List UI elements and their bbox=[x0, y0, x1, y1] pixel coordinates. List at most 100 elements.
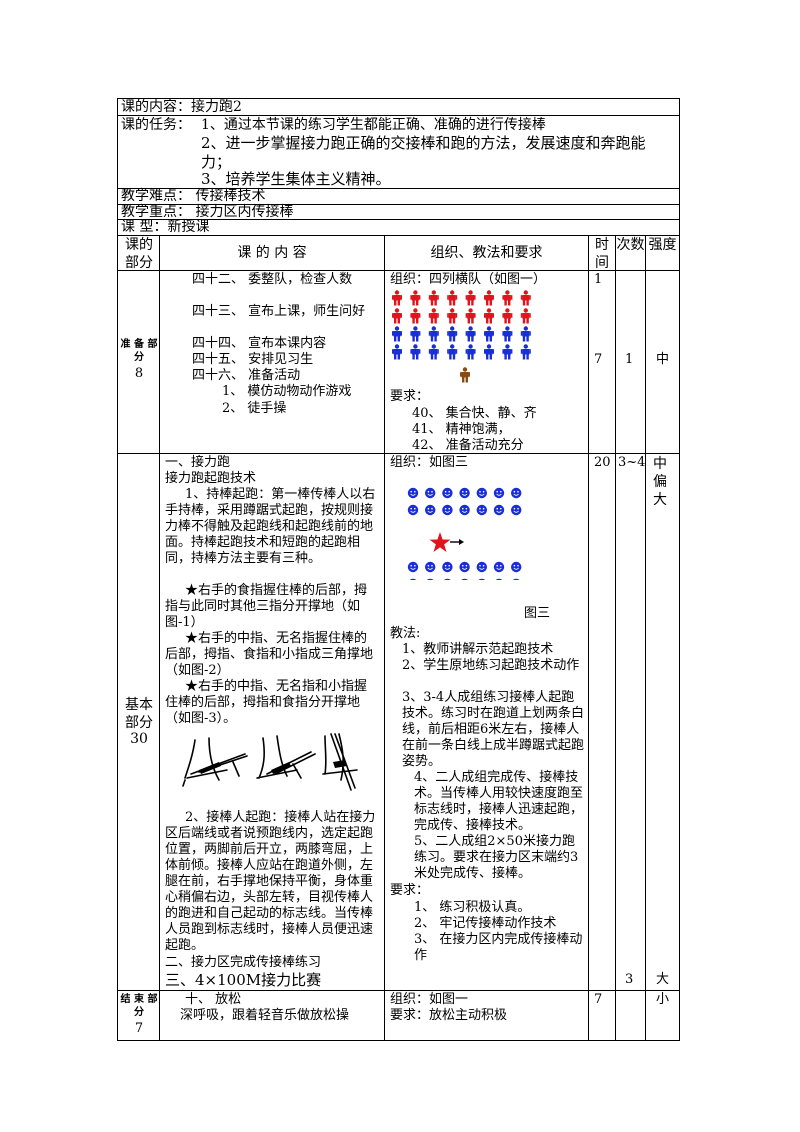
student-figure bbox=[447, 290, 458, 306]
student-figure bbox=[410, 308, 421, 324]
basic-item-3: 三、4×100M接力比赛 bbox=[165, 971, 322, 989]
prep-item-2: 四十三、 宣布上课，师生问好 bbox=[192, 304, 366, 319]
student-figure bbox=[484, 290, 494, 306]
basic-count-top: 3~4 bbox=[618, 455, 646, 470]
basic-title: 一、接力跑 bbox=[165, 455, 231, 470]
student-figure bbox=[392, 326, 402, 342]
student-figure bbox=[520, 290, 531, 306]
student-smiley-icon bbox=[461, 578, 468, 580]
prep-item-5: 四十六、 准备活动 bbox=[192, 368, 301, 383]
basic-subtitle: 接力跑起跑技术 bbox=[165, 471, 257, 486]
student-smiley-icon bbox=[459, 504, 470, 516]
student-figure bbox=[447, 326, 458, 342]
student-figure bbox=[428, 308, 439, 324]
student-smileys bbox=[407, 487, 522, 580]
basic-req-3: 3、 在接力区内完成传接棒动作 bbox=[414, 932, 583, 963]
student-smiley-icon bbox=[407, 561, 419, 573]
student-figure bbox=[520, 326, 531, 342]
student-smiley-icon bbox=[493, 487, 505, 499]
student-smiley-icon bbox=[511, 561, 522, 573]
student-figure bbox=[484, 344, 494, 360]
method-1: 1、教师讲解示范起跑技术 bbox=[402, 642, 554, 657]
student-figure bbox=[392, 308, 402, 324]
student-smiley-icon bbox=[425, 561, 436, 573]
grip-illustration bbox=[182, 733, 358, 791]
basic-intensity-top: 中偏大 bbox=[653, 456, 667, 508]
task-1: 1、通过本节课的练习学生都能正确、准确的进行传接棒 bbox=[201, 117, 546, 133]
prep-item-4: 四十五、 安排见习生 bbox=[192, 352, 314, 367]
student-smiley-icon bbox=[476, 487, 487, 499]
method-4: 4、二人成组完成传、接棒技术。当传棒人用较快速度跑至标志线时，接棒人迅速起跑，完… bbox=[414, 770, 584, 833]
col-time: 时间 bbox=[595, 237, 609, 271]
end-minutes: 7 bbox=[134, 1021, 144, 1036]
task-label: 课的任务： bbox=[121, 117, 191, 133]
student-smiley-icon bbox=[407, 504, 419, 516]
relay-figure bbox=[407, 487, 522, 580]
method-label: 教法: bbox=[390, 626, 421, 641]
basic-p2: 2、接棒人起跑：接棒人站在接力区后端线或者说预跑线内，选定起跑位置，两脚前后开立… bbox=[165, 810, 376, 953]
basic-req-2: 2、 牢记传接棒动作技术 bbox=[414, 916, 557, 931]
end-intensity: 小 bbox=[656, 992, 670, 1007]
student-figure bbox=[392, 344, 402, 360]
prep-sub-1: 1、 模仿动物动作游戏 bbox=[222, 384, 352, 399]
student-smiley-icon bbox=[478, 578, 486, 580]
prep-minutes: 8 bbox=[134, 366, 144, 381]
student-smiley-icon bbox=[511, 487, 522, 499]
student-figure bbox=[392, 290, 402, 306]
student-figure bbox=[447, 308, 458, 324]
student-figure bbox=[465, 290, 476, 306]
student-figure bbox=[502, 308, 513, 324]
prep-label: 准 备 部分 bbox=[120, 339, 158, 363]
student-smiley-icon bbox=[476, 561, 487, 573]
prep-time-2: 7 bbox=[594, 352, 603, 367]
student-smiley-icon bbox=[407, 487, 419, 499]
prep-intensity: 中 bbox=[656, 352, 670, 367]
end-time: 7 bbox=[594, 992, 603, 1007]
col-intensity: 强度 bbox=[648, 237, 677, 253]
basic-p1: 1、持棒起跑：第一棒传棒人以右手持棒，采用蹲踞式起跑，按规则接力棒不得触及起跑线… bbox=[165, 487, 376, 566]
student-figure bbox=[520, 308, 531, 324]
basic-req-1: 1、 练习积极认真。 bbox=[414, 900, 531, 915]
task-2: 2、进一步掌握接力跑正确的交接棒和跑的方法，发展速度和奔跑能力； bbox=[201, 134, 646, 171]
formation-people bbox=[392, 290, 531, 360]
basic-time: 20 bbox=[594, 455, 611, 470]
end-req: 要求：放松主动积极 bbox=[390, 1008, 508, 1023]
end-title: 十、 放松 bbox=[185, 992, 242, 1007]
prep-count: 1 bbox=[625, 352, 634, 367]
student-figure bbox=[410, 290, 421, 306]
student-figure bbox=[465, 326, 476, 342]
student-smiley-icon bbox=[426, 578, 434, 580]
prep-req-label: 要求： bbox=[390, 389, 430, 404]
prep-req-1: 40、 集合快、静、齐 bbox=[412, 406, 537, 421]
student-figure bbox=[502, 326, 513, 342]
basic-star-2: ★右手的中指、无名指握住棒的后部，拇指、食指和小指成三角撑地（如图-2） bbox=[165, 631, 374, 678]
teacher-figure bbox=[460, 367, 470, 383]
lesson-type: 课 型：新授课 bbox=[121, 219, 210, 235]
student-figure bbox=[465, 308, 476, 324]
teaching-key-point: 教学重点： 接力区内传接棒 bbox=[121, 204, 294, 220]
col-count: 次数 bbox=[616, 237, 645, 253]
student-figure bbox=[502, 290, 513, 306]
basic-count-bottom: 3 bbox=[625, 972, 634, 987]
basic-star-1: ★右手的食指握住棒的后部，拇指与此同时其他三指分开撑地（如图-1） bbox=[165, 583, 368, 630]
basic-minutes: 30 bbox=[130, 731, 148, 747]
student-figure bbox=[428, 326, 439, 342]
basic-intensity-bottom: 大 bbox=[656, 972, 670, 987]
figure-3-caption: 图三 bbox=[524, 606, 551, 621]
basic-label: 基本部分 bbox=[125, 697, 153, 731]
prep-org-title: 组织：四列横队（如图一） bbox=[390, 272, 547, 287]
student-smiley-icon bbox=[409, 578, 417, 580]
student-smiley-icon bbox=[511, 504, 522, 516]
basic-star-3: ★右手的中指、无名指和小指握住棒的后部，拇指和食指分开撑地（如图-3）。 bbox=[165, 679, 368, 726]
student-smiley-icon bbox=[459, 487, 470, 499]
student-figure bbox=[484, 308, 494, 324]
student-smiley-icon bbox=[442, 561, 453, 573]
prep-sub-2: 2、 徒手操 bbox=[222, 401, 287, 416]
prep-item-3: 四十四、 宣布本课内容 bbox=[192, 336, 327, 351]
student-figure bbox=[428, 290, 439, 306]
prep-req-3: 42、 准备活动充分 bbox=[412, 438, 524, 453]
student-figure bbox=[502, 344, 513, 360]
student-smiley-icon bbox=[425, 504, 436, 516]
basic-req-label: 要求： bbox=[390, 883, 430, 898]
col-content: 课 的 内 容 bbox=[237, 245, 307, 261]
